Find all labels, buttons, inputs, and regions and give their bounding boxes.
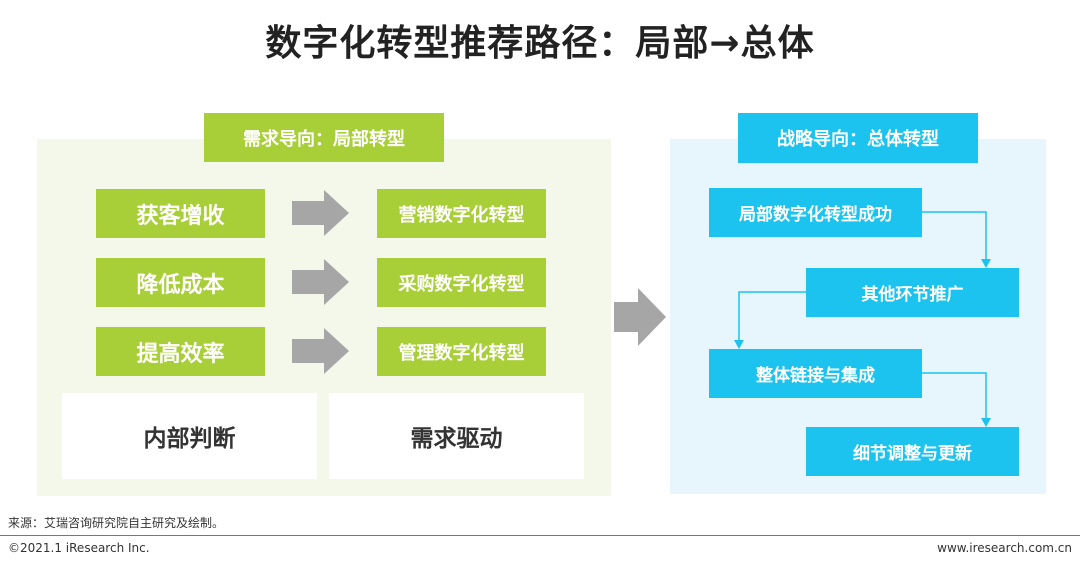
flow-arrow-2-line xyxy=(738,291,806,343)
goal-box-1: 获客增收 xyxy=(96,189,265,238)
transform-box-1: 营销数字化转型 xyxy=(377,189,546,238)
step-box-3: 整体链接与集成 xyxy=(709,349,922,398)
demand-driven-box: 需求驱动 xyxy=(329,393,584,479)
transform-box-2: 采购数字化转型 xyxy=(377,258,546,307)
local-transformation-header: 需求导向：局部转型 xyxy=(204,113,444,162)
flow-arrow-3-line xyxy=(922,372,987,421)
gray-arrow-1-icon xyxy=(292,190,349,236)
source-note: 来源：艾瑞咨询研究院自主研究及绘制。 xyxy=(8,516,225,530)
flow-arrow-2-head-icon xyxy=(734,340,744,349)
step-box-2: 其他环节推广 xyxy=(806,268,1019,317)
internal-judgment-box: 内部判断 xyxy=(62,393,317,479)
footer-divider xyxy=(0,535,1080,536)
goal-box-3: 提高效率 xyxy=(96,327,265,376)
flow-arrow-1-line xyxy=(922,211,987,262)
page-title: 数字化转型推荐路径：局部→总体 xyxy=(265,23,815,64)
gray-arrow-3-icon xyxy=(292,328,349,374)
gray-arrow-2-icon xyxy=(292,259,349,305)
step-box-1: 局部数字化转型成功 xyxy=(709,188,922,237)
copyright: ©2021.1 iResearch Inc. xyxy=(8,541,150,555)
website-link[interactable]: www.iresearch.com.cn xyxy=(937,541,1072,555)
big-gray-arrow-icon xyxy=(614,288,666,346)
overall-transformation-header: 战略导向：总体转型 xyxy=(738,113,978,163)
transform-box-3: 管理数字化转型 xyxy=(377,327,546,376)
flow-arrow-1-head-icon xyxy=(981,259,991,268)
goal-box-2: 降低成本 xyxy=(96,258,265,307)
flow-arrow-3-head-icon xyxy=(981,418,991,427)
step-box-4: 细节调整与更新 xyxy=(806,427,1019,476)
